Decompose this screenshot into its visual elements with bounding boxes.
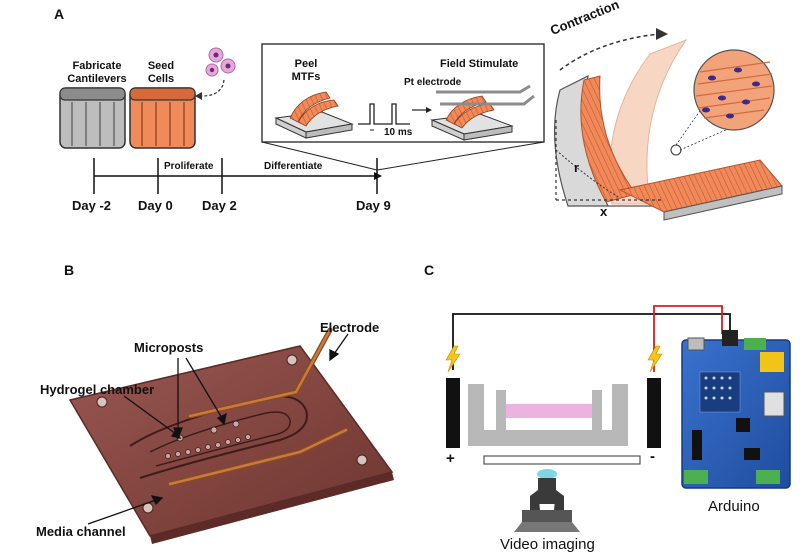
day-label: Day 2 — [202, 198, 237, 213]
dish-base — [483, 455, 641, 465]
media-channel-label: Media channel — [36, 524, 126, 539]
seed-arrow — [201, 79, 225, 97]
day-label: Day -2 — [72, 198, 112, 213]
field-stimulate-label: Field Stimulate — [440, 58, 519, 70]
contraction-film — [553, 28, 783, 221]
day-label: Day 0 — [138, 198, 173, 213]
panel-letter-a: A — [54, 6, 65, 22]
phase-differentiate: Differentiate — [264, 161, 323, 172]
minus-label: - — [650, 448, 655, 465]
pt-electrode-label: Pt electrode — [404, 77, 462, 88]
cantilever-block — [59, 87, 126, 149]
radius-label: r — [574, 160, 580, 175]
electrode-left — [446, 378, 460, 448]
bolt-right-icon — [647, 345, 663, 373]
pulse-width-label: 10 ms — [384, 127, 413, 138]
x-label: x — [600, 204, 608, 219]
panel-b-arrows — [87, 333, 349, 525]
video-imaging-label: Video imaging — [500, 536, 595, 553]
wire-positive — [653, 305, 723, 372]
microposts-label: Microposts — [134, 340, 204, 355]
cell-cluster-icon — [205, 47, 236, 77]
day-label: Day 9 — [356, 198, 391, 213]
panel-letter-b: B — [64, 262, 75, 278]
peel-mtf-plate — [274, 91, 354, 139]
microfluidic-device — [68, 327, 394, 544]
seeded-cantilever-block — [129, 87, 196, 149]
bolt-left-icon — [445, 345, 461, 373]
camera-icon — [514, 469, 580, 532]
electrode-right — [647, 378, 661, 448]
pulse-train — [358, 103, 410, 125]
wire-negative — [452, 313, 731, 370]
panel-letter-c: C — [424, 262, 435, 278]
arduino-board — [681, 330, 791, 489]
electrode-label: Electrode — [320, 320, 380, 335]
stimulated-plate — [430, 84, 535, 141]
hydrogel-chamber-label: Hydrogel chamber — [40, 382, 155, 397]
phase-proliferate: Proliferate — [164, 161, 214, 172]
timeline — [93, 158, 382, 194]
plus-label: + — [446, 450, 455, 467]
arduino-label: Arduino — [708, 498, 760, 515]
culture-dish — [468, 384, 628, 446]
